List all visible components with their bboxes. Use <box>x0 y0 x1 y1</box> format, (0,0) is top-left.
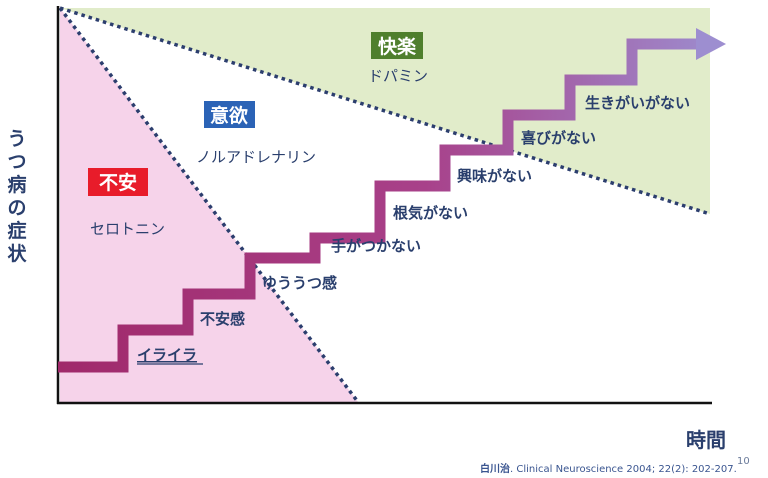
pleasure-badge <box>371 32 423 59</box>
pleasure-boundary-line <box>59 6 711 216</box>
citation: 白川治. Clinical Neuroscience 2004; 22(2): … <box>480 460 737 475</box>
y-axis-label-char: 症 <box>7 220 27 242</box>
y-axis-label-char: 状 <box>7 243 27 265</box>
staircase-arrowhead <box>696 28 726 60</box>
step-label: 不安感 <box>200 310 245 328</box>
motivation-neurotransmitter: ノルアドレナリン <box>196 148 316 166</box>
anxiety-neurotransmitter: セロトニン <box>90 220 165 238</box>
step-label: ゆううつ感 <box>262 274 337 292</box>
page-number: 10 <box>737 456 750 467</box>
pleasure-neurotransmitter: ドパミン <box>368 67 428 85</box>
y-axis-label-char: う <box>7 128 27 150</box>
anxiety-title: 不安 <box>99 171 137 194</box>
x-axis-label: 時間 <box>686 428 726 452</box>
step-label: 根気がない <box>393 204 468 222</box>
anxiety-badge <box>88 168 148 196</box>
motivation-badge <box>204 101 255 128</box>
symptom-staircase <box>58 38 700 373</box>
step-label: イライラ <box>137 346 197 364</box>
step-label: 手がつかない <box>331 237 421 255</box>
motivation-title: 意欲 <box>210 104 248 127</box>
y-axis-label-char: 病 <box>7 174 27 196</box>
y-axis-label: う つ 病 の 症 状 <box>6 128 28 266</box>
step-label: 興味がない <box>457 167 532 185</box>
y-axis-label-char: の <box>7 197 27 219</box>
step-label: 生きがいがない <box>585 94 690 112</box>
step-label: 喜びがない <box>521 129 596 147</box>
citation-author: 白川治 <box>480 464 510 475</box>
citation-text: . Clinical Neuroscience 2004; 22(2): 202… <box>510 464 737 475</box>
pleasure-title: 快楽 <box>378 35 417 58</box>
y-axis-label-char: つ <box>7 151 27 173</box>
